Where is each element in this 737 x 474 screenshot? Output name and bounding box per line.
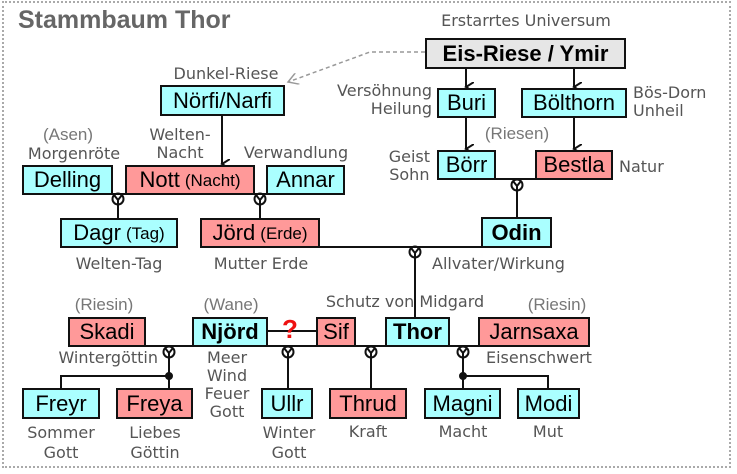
person-odin: Odin (481, 217, 552, 248)
person-dagr: Dagr(Tag) (60, 218, 178, 248)
person-buri: Buri (437, 88, 496, 118)
person-thrud: Thrud (329, 388, 407, 419)
person-thor: Thor (385, 317, 450, 347)
person-magni: Magni (424, 388, 501, 419)
label-line: Welten- (149, 125, 211, 144)
person-delling: Delling (22, 165, 113, 195)
person-jarnsaxa: Jarnsaxa (478, 317, 590, 347)
person-ullr: Ullr (261, 388, 313, 419)
label-line: Feuer (204, 384, 250, 403)
label-ymir: Erstarrtes Universum (441, 11, 611, 30)
label-riesen: (Riesen) (484, 124, 550, 143)
label-thor: Schutz von Midgard (325, 292, 485, 311)
label-thrud: Kraft (348, 422, 388, 441)
label-jarnsaxa: Eisenschwert (486, 348, 592, 367)
person-nott: Nott(Nacht) (125, 165, 255, 195)
label-line: Sommer (27, 423, 95, 442)
dashed-link-ymir-norfi (288, 51, 425, 82)
label-line: Göttin (130, 443, 180, 462)
label-skadi: Wintergöttin (58, 348, 158, 367)
label-dagr: Welten-Tag (75, 254, 163, 273)
person-freya: Freya (116, 388, 193, 419)
person-bestla: Bestla (535, 150, 613, 180)
label-odin: Allvater/Wirkung (432, 254, 565, 273)
person-name: Nott (139, 167, 180, 192)
label-line: Unheil (633, 101, 684, 120)
label-line: Gott (209, 402, 245, 421)
label-line: Meer (206, 348, 248, 367)
person-jord: Jörd(Erde) (200, 218, 320, 248)
label-jarnsaxa-group: (Riesin) (527, 295, 587, 314)
person-sif: Sif (316, 317, 356, 347)
person-meaning: (Erde) (260, 223, 308, 243)
person-skadi: Skadi (68, 317, 146, 347)
label-nott: Welten-Nacht (149, 126, 210, 162)
label-line: Gott (43, 443, 79, 462)
label-njord-group: (Wane) (203, 295, 259, 314)
label-line: Winter (262, 423, 316, 442)
label-annar: Verwandlung (243, 143, 349, 162)
label-magni: Macht (438, 422, 488, 441)
label-line: Heilung (370, 99, 432, 118)
label-norfi: Dunkel-Riese (173, 64, 279, 83)
label-line: Bös-Dorn (633, 83, 707, 102)
person-freyr: Freyr (22, 388, 100, 419)
person-name: Dagr (73, 220, 121, 245)
marriage-jord-odin (320, 246, 481, 317)
label-jord: Mutter Erde (213, 254, 309, 273)
person-njord: Njörd (192, 317, 268, 347)
person-norfi: Nörfi/Narfi (160, 85, 285, 116)
label-line: Geist (388, 147, 430, 166)
label-line: Gott (271, 443, 307, 462)
person-borr: Börr (437, 150, 496, 180)
person-bolthorn: Bölthorn (521, 88, 627, 118)
label-line: Sohn (389, 165, 430, 184)
label-bestla: Natur (619, 157, 664, 176)
label-line: Liebes (129, 423, 181, 442)
person-meaning: (Nacht) (184, 170, 241, 190)
label-line: Versöhnung (337, 81, 432, 100)
person-name: Jörd (212, 220, 256, 245)
label-asen: (Asen) (42, 125, 94, 144)
diagram-title: Stammbaum Thor (18, 6, 231, 34)
label-line: Nacht (156, 143, 204, 162)
person-meaning: (Tag) (125, 223, 165, 243)
person-annar: Annar (266, 165, 345, 195)
uncertain-relation-mark: ? (282, 314, 298, 344)
person-ymir: Eis-Riese / Ymir (425, 38, 626, 69)
label-delling: Morgenröte (27, 144, 121, 163)
person-modi: Modi (517, 388, 580, 419)
label-line: Wind (206, 366, 248, 385)
dotted-frame (2, 1, 731, 468)
label-skadi-group: (Riesin) (74, 295, 134, 314)
label-modi: Mut (532, 422, 564, 441)
